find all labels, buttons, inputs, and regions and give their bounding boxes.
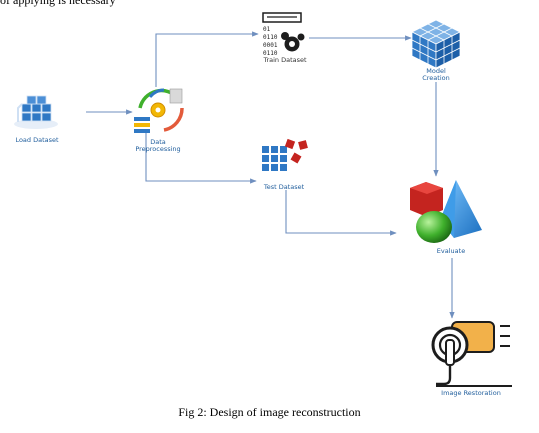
database-cubes-icon bbox=[14, 95, 58, 129]
image-restoration-label: Image Restoration bbox=[441, 389, 501, 397]
arrows bbox=[86, 31, 455, 319]
preprocessing-gear-icon bbox=[134, 88, 184, 133]
data-preprocessing-label-line2: Preprocessing bbox=[135, 145, 181, 153]
figure-caption: Fig 2: Design of image reconstruction bbox=[178, 405, 361, 419]
arrow-test-to-evaluate bbox=[285, 190, 397, 236]
arrow-preprocessing-to-test bbox=[145, 132, 257, 184]
model-creation-label-line2: Creation bbox=[422, 74, 450, 82]
data-preprocessing-label-line1: Data bbox=[150, 138, 166, 146]
model-cube-icon bbox=[411, 19, 461, 69]
test-dataset-grid-icon bbox=[262, 138, 308, 171]
image-restoration-icon bbox=[431, 321, 512, 387]
evaluate-label: Evaluate bbox=[436, 247, 466, 255]
train-bits-1: 0110 bbox=[263, 34, 278, 41]
test-dataset-label: Test Dataset bbox=[263, 183, 305, 191]
evaluate-shapes-icon bbox=[410, 180, 482, 243]
train-bits-3: 0110 bbox=[263, 50, 278, 57]
arrow-preprocessing-to-train bbox=[155, 31, 259, 87]
train-bits-2: 0001 bbox=[263, 42, 278, 49]
train-dataset-icon: 01 0110 0001 0110 bbox=[262, 12, 305, 57]
header-text: of applying is necessary bbox=[0, 0, 116, 7]
train-dataset-label: Train Dataset bbox=[263, 56, 307, 64]
train-bits-0: 01 bbox=[263, 26, 271, 33]
load-dataset-label: Load Dataset bbox=[15, 136, 59, 144]
model-creation-label-line1: Model bbox=[426, 67, 446, 75]
